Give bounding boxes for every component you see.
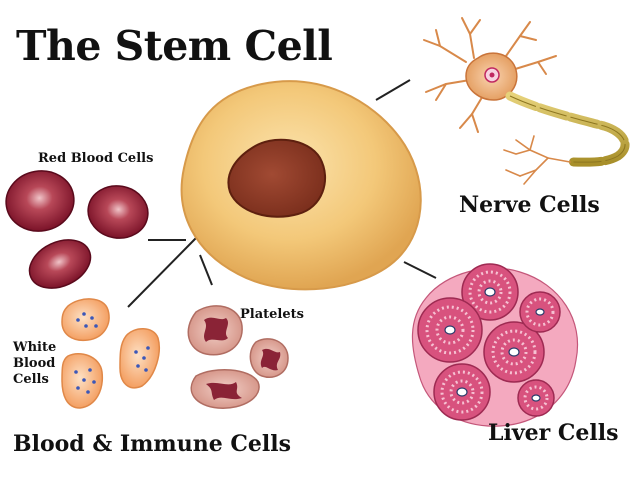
axon-terminals bbox=[503, 135, 571, 185]
liver-cell bbox=[433, 363, 491, 421]
stem-cell bbox=[180, 80, 422, 291]
red-blood-cell bbox=[28, 239, 92, 289]
connector-lines bbox=[127, 79, 437, 308]
white-blood-cell bbox=[61, 352, 104, 409]
connector-nerve bbox=[375, 79, 411, 101]
red-blood-cell bbox=[5, 170, 75, 232]
connector-platelets bbox=[199, 254, 213, 286]
platelet bbox=[187, 305, 243, 356]
platelet bbox=[249, 338, 289, 378]
liver-cell bbox=[461, 263, 519, 321]
liver-cell bbox=[517, 379, 555, 417]
diagram-title: The Stem Cell bbox=[16, 22, 333, 70]
platelets bbox=[187, 305, 289, 409]
white-blood-cells-label: White Blood Cells bbox=[13, 340, 57, 387]
platelet bbox=[190, 369, 260, 409]
red-blood-cells-label: Red Blood Cells bbox=[38, 151, 154, 166]
stem-cell-nucleus bbox=[227, 138, 326, 218]
red-blood-cell bbox=[87, 185, 149, 239]
nerve-axon bbox=[505, 91, 630, 167]
white-blood-cell bbox=[119, 328, 160, 389]
liver-cells-label: Liver Cells bbox=[488, 420, 619, 446]
liver-cell bbox=[483, 321, 545, 383]
white-blood-cells bbox=[61, 298, 160, 409]
liver-cell bbox=[519, 291, 561, 333]
white-blood-cell bbox=[61, 298, 110, 342]
red-blood-cells bbox=[5, 170, 149, 289]
liver-cell bbox=[417, 297, 483, 363]
nerve-cells-label: Nerve Cells bbox=[459, 192, 600, 218]
connector-white-blood bbox=[127, 237, 197, 308]
blood-immune-cells-label: Blood & Immune Cells bbox=[13, 431, 291, 457]
connector-liver bbox=[403, 261, 437, 279]
nerve-cell bbox=[423, 17, 630, 185]
liver-cells bbox=[411, 263, 579, 427]
platelets-label: Platelets bbox=[240, 307, 304, 322]
nerve-dendrites bbox=[423, 17, 557, 133]
